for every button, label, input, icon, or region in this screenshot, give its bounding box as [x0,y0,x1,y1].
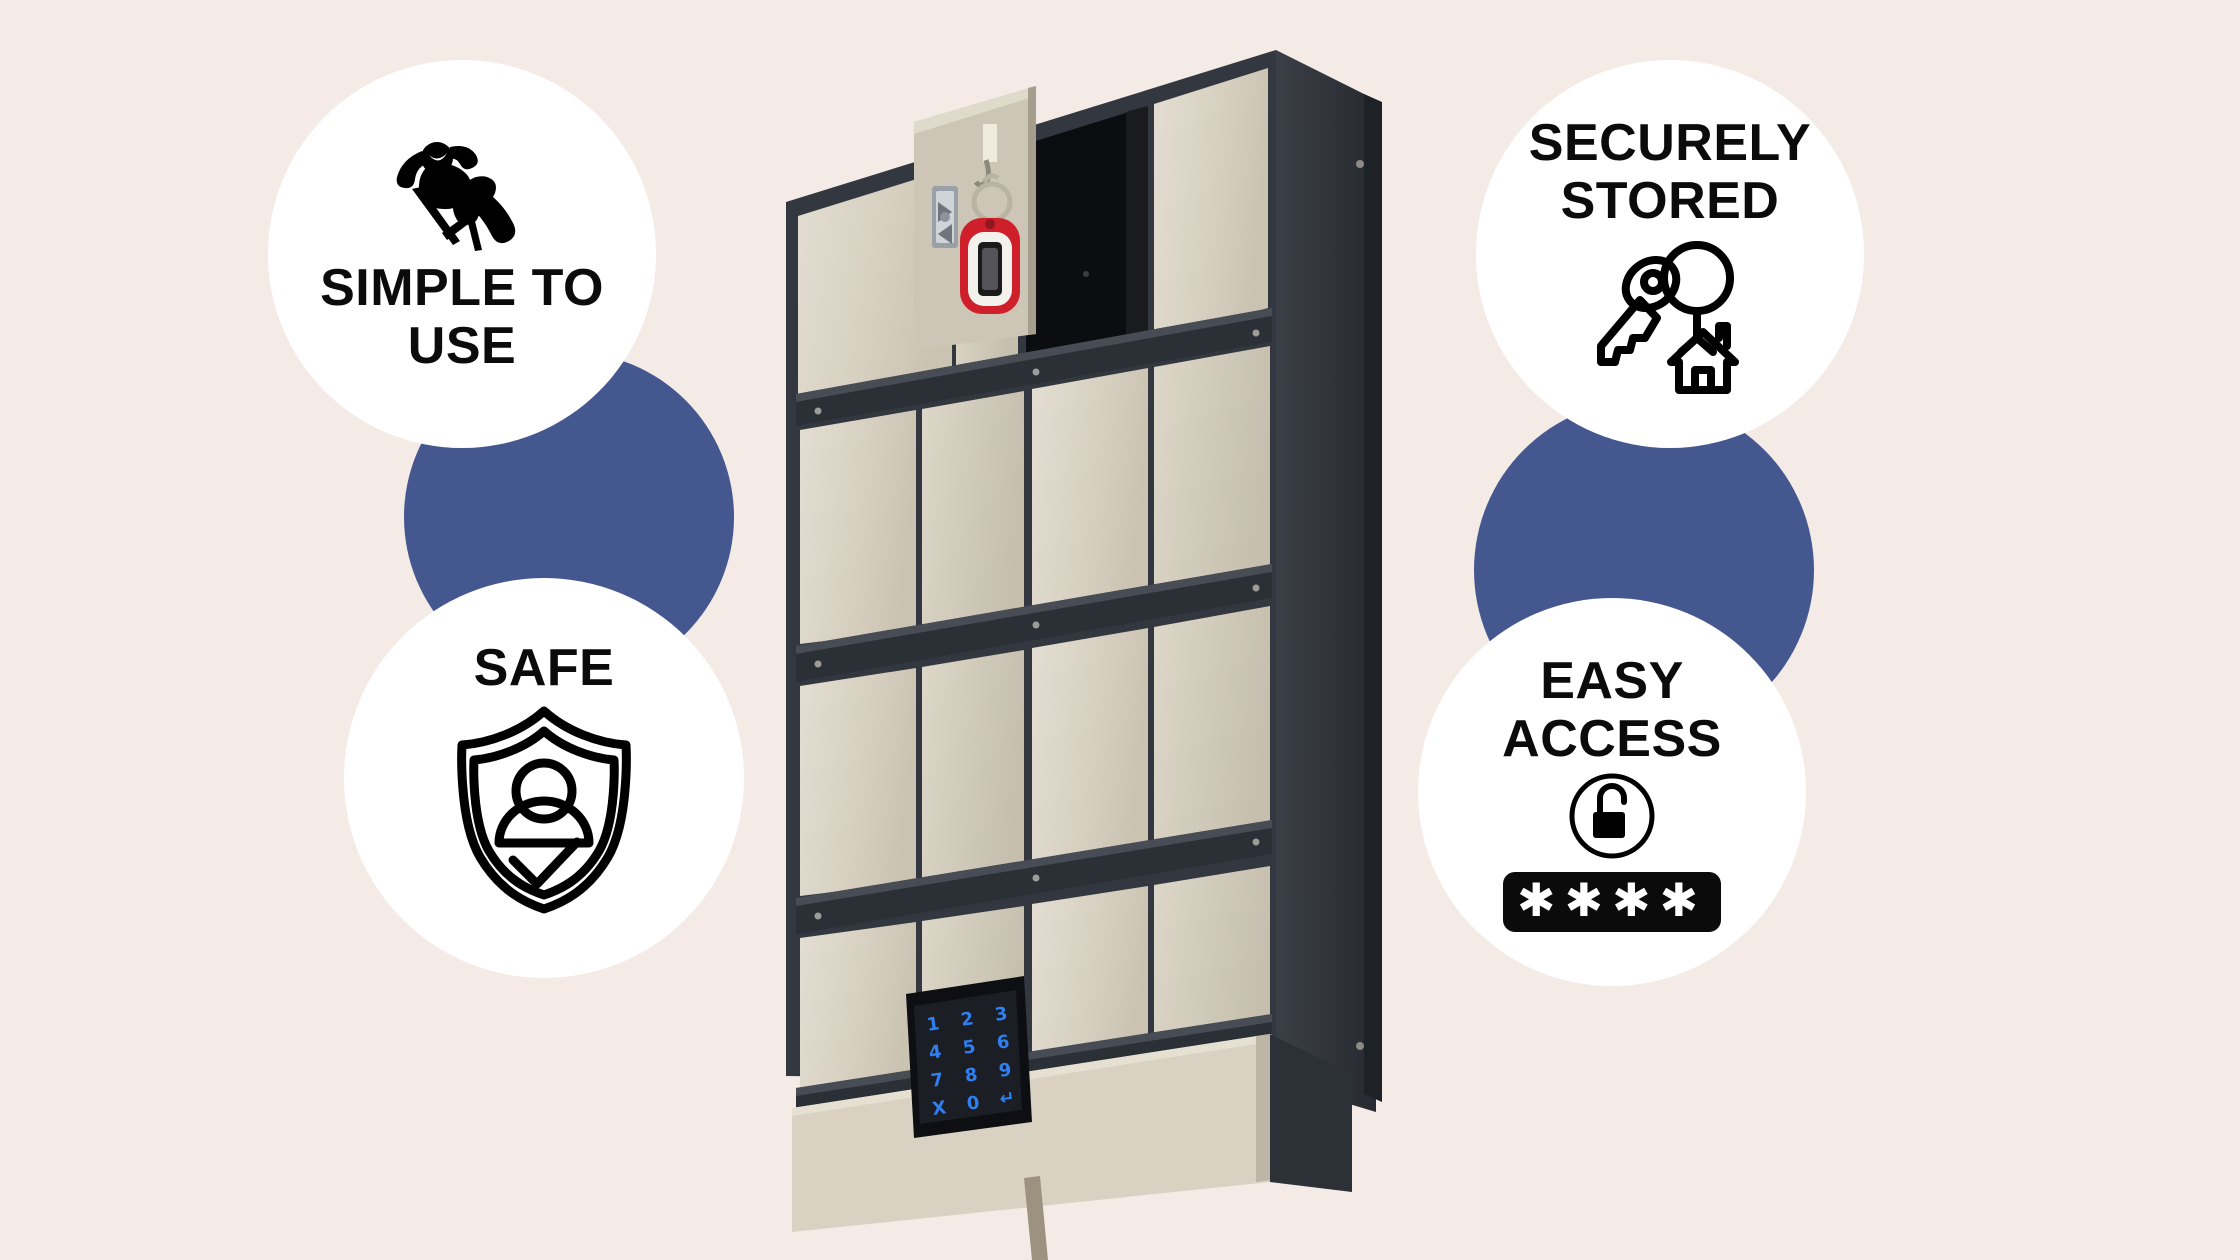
svg-text:1: 1 [926,1013,941,1036]
badge-simple-to-use: SIMPLE TO USE [268,60,656,448]
open-padlock-icon [1566,770,1658,862]
badge-securely-stored: SECURELY STORED [1476,60,1864,448]
svg-text:X: X [931,1097,948,1120]
shield-person-check-icon [446,701,642,917]
svg-text:9: 9 [998,1059,1013,1082]
keys-house-keyring-icon [1585,234,1755,395]
svg-text:2: 2 [960,1008,975,1031]
svg-text:8: 8 [964,1064,979,1087]
badge-easy-access-title: EASY ACCESS [1502,651,1722,768]
svg-text:5: 5 [962,1036,977,1059]
svg-text:3: 3 [994,1003,1009,1026]
svg-text:↵: ↵ [998,1087,1016,1110]
key-tag [960,218,1020,314]
open-locker-door [914,86,1036,350]
svg-text:4: 4 [928,1041,943,1064]
badge-simple-to-use-title: SIMPLE TO USE [320,258,604,375]
key-locker-cabinet: 1 2 3 4 5 6 7 8 9 X 0 ↵ [756,42,1396,1260]
svg-text:7: 7 [930,1069,945,1092]
badge-safe-title: SAFE [473,638,615,697]
badge-easy-access: EASY ACCESS ✱✱✱✱ [1418,598,1806,986]
pin-mask-display: ✱✱✱✱ [1502,872,1722,933]
svg-text:0: 0 [966,1092,981,1115]
badge-securely-stored-title: SECURELY STORED [1528,113,1812,230]
numeric-keypad: 1 2 3 4 5 6 7 8 9 X 0 ↵ [906,976,1032,1138]
svg-text:6: 6 [996,1031,1011,1054]
door-latch [932,186,958,248]
badge-safe: SAFE [344,578,744,978]
relaxing-person-icon [387,133,537,253]
